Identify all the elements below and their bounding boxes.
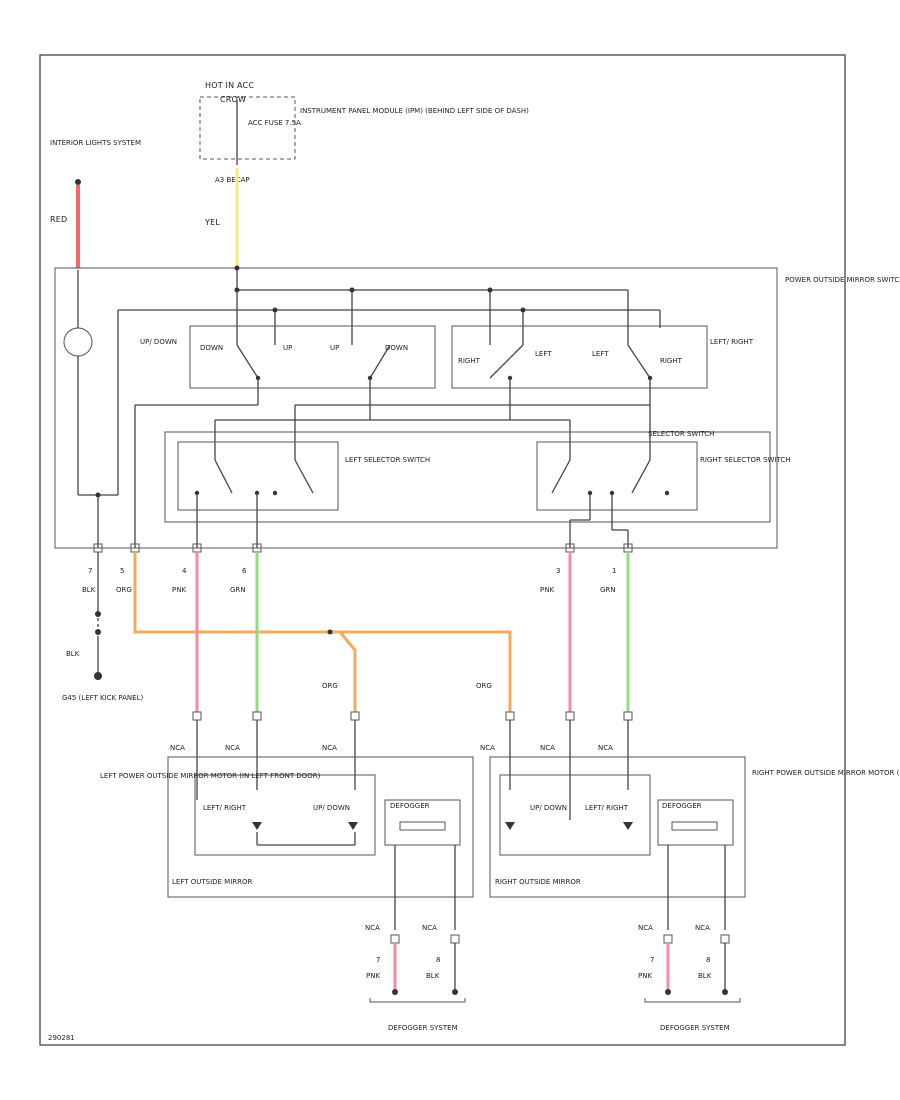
selector-switch-label: SELECTOR SWITCH xyxy=(648,430,714,438)
power-mirror-switch-label: POWER OUTSIDE MIRROR SWITCH xyxy=(785,276,900,284)
blk-label-4: BLK xyxy=(698,972,712,980)
up-label-2: UP xyxy=(330,344,339,352)
org-label-2: ORG xyxy=(322,682,338,690)
org-wire-branch xyxy=(338,631,357,712)
nca-4: NCA xyxy=(480,744,495,752)
up-down-motor-label: UP/ DOWN xyxy=(313,804,350,812)
blk-label-2: BLK xyxy=(66,650,80,658)
right-mirror-motor-box xyxy=(499,774,651,856)
pin-3: 3 xyxy=(556,567,560,575)
motor-icon xyxy=(252,822,262,830)
fuse-label: ACC FUSE 7.5A xyxy=(248,119,301,127)
power-mirror-switch-box xyxy=(54,267,778,549)
right-label-2: RIGHT xyxy=(660,357,683,365)
pnk-label-3: PNK xyxy=(366,972,380,980)
left-selector-box xyxy=(177,441,339,511)
up-down-label: UP/ DOWN xyxy=(140,338,177,346)
nca-2: NCA xyxy=(225,744,240,752)
left-label-1: LEFT xyxy=(535,350,552,358)
nca-7: NCA xyxy=(365,924,380,932)
blk-label-1: BLK xyxy=(82,586,96,594)
pnk-label-2: PNK xyxy=(540,586,554,594)
pin-8b: 8 xyxy=(706,956,710,964)
org-wire xyxy=(133,552,512,712)
selector-switch-box xyxy=(164,431,771,523)
pin-7a: 7 xyxy=(376,956,380,964)
org-label-3: ORG xyxy=(476,682,492,690)
motor-icon xyxy=(505,822,515,830)
pin-8a: 8 xyxy=(436,956,440,964)
pin-4: 4 xyxy=(182,567,187,575)
motor-icon xyxy=(348,822,358,830)
pin-7: 7 xyxy=(88,567,92,575)
mirror-switch-contacts xyxy=(236,344,653,381)
up-label-1: UP xyxy=(283,344,292,352)
red-label: RED xyxy=(50,215,67,224)
interior-lights-terminal xyxy=(75,179,81,185)
motor-icon xyxy=(623,822,633,830)
hot-label: HOT IN ACC xyxy=(205,81,254,90)
ipm-label: INSTRUMENT PANEL MODULE (IPM) (BEHIND LE… xyxy=(300,107,529,115)
defogger-system-1: DEFOGGER SYSTEM xyxy=(388,1024,458,1032)
pin-1: 1 xyxy=(612,567,616,575)
lamp-icon xyxy=(63,327,93,357)
left-right-motor-label-2: LEFT/ RIGHT xyxy=(585,804,629,812)
grn-label-1: GRN xyxy=(230,586,246,594)
org-label-1: ORG xyxy=(116,586,132,594)
left-mirror-desc: LEFT POWER OUTSIDE MIRROR MOTOR (IN LEFT… xyxy=(100,772,321,780)
right-selector-box xyxy=(536,441,698,511)
left-right-motor-label: LEFT/ RIGHT xyxy=(203,804,247,812)
left-selector-label: LEFT SELECTOR SWITCH xyxy=(345,456,430,464)
grn-label-2: GRN xyxy=(600,586,616,594)
blk-label-3: BLK xyxy=(426,972,440,980)
left-mirror-motor-box xyxy=(194,774,376,856)
left-mirror-box xyxy=(167,756,474,898)
pin-6: 6 xyxy=(242,567,247,575)
nca-9: NCA xyxy=(638,924,653,932)
left-defogger-box xyxy=(384,799,461,846)
pin-5: 5 xyxy=(120,567,124,575)
left-right-switch-box xyxy=(451,325,708,389)
defogger-system-2: DEFOGGER SYSTEM xyxy=(660,1024,730,1032)
ground-label: G45 (LEFT KICK PANEL) xyxy=(62,694,143,702)
right-mirror-box xyxy=(489,756,746,898)
diagram-code: 290281 xyxy=(48,1034,75,1042)
pnk-label-1: PNK xyxy=(172,586,186,594)
left-outside-mirror-label: LEFT OUTSIDE MIRROR xyxy=(172,878,253,886)
crow-label: CROW xyxy=(220,95,246,104)
pnk-label-4: PNK xyxy=(638,972,652,980)
ipm-fuse-box xyxy=(199,96,296,160)
ground-icon xyxy=(94,672,102,680)
yel-label: YEL xyxy=(204,218,220,227)
interior-lights-label: INTERIOR LIGHTS SYSTEM xyxy=(50,139,141,147)
down-label-1: DOWN xyxy=(200,344,223,352)
nca-1: NCA xyxy=(170,744,185,752)
left-right-label: LEFT/ RIGHT xyxy=(710,338,754,346)
nca-8: NCA xyxy=(422,924,437,932)
selector-contacts xyxy=(194,459,670,496)
down-label-2: DOWN xyxy=(385,344,408,352)
right-outside-mirror-label: RIGHT OUTSIDE MIRROR xyxy=(495,878,581,886)
diagram-frame xyxy=(39,54,846,1046)
defogger-label-1: DEFOGGER xyxy=(390,802,430,810)
up-down-switch-box xyxy=(189,325,436,389)
right-mirror-desc: RIGHT POWER OUTSIDE MIRROR MOTOR (IN RIG… xyxy=(752,769,900,777)
nca-10: NCA xyxy=(695,924,710,932)
mirror-connectors xyxy=(192,711,633,721)
up-down-motor-label-2: UP/ DOWN xyxy=(530,804,567,812)
defogger-label-2: DEFOGGER xyxy=(662,802,702,810)
right-selector-label: RIGHT SELECTOR SWITCH xyxy=(700,456,791,464)
left-label-2: LEFT xyxy=(592,350,609,358)
conn-top-label: A3 BECAP xyxy=(215,176,250,184)
nca-6: NCA xyxy=(598,744,613,752)
pin-7b: 7 xyxy=(650,956,654,964)
right-defogger-box xyxy=(657,799,734,846)
right-label-1: RIGHT xyxy=(458,357,481,365)
nca-3: NCA xyxy=(322,744,337,752)
nca-5: NCA xyxy=(540,744,555,752)
